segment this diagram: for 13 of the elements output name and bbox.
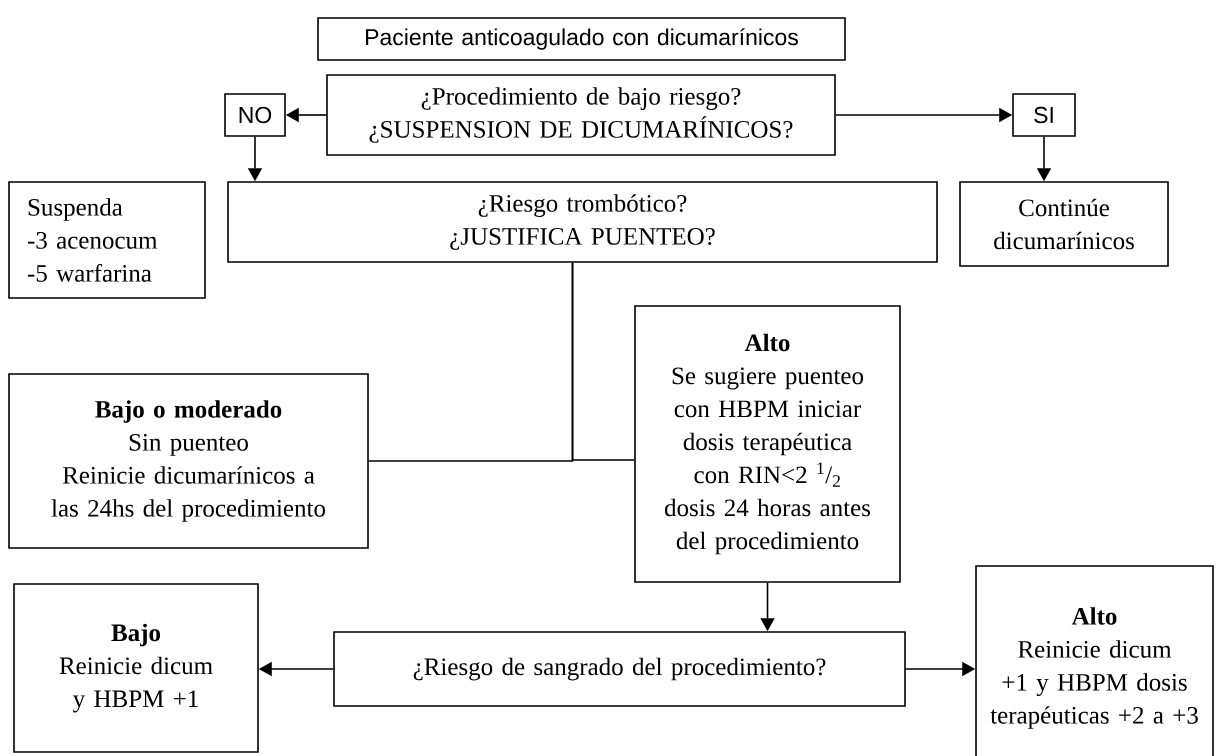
answer-box: SI bbox=[1012, 93, 1076, 137]
action-box: Suspenda -3 acenocum -5 warfarina bbox=[8, 181, 206, 299]
start-box: Paciente anticoagulado con dicumarínicos bbox=[317, 17, 846, 61]
connector-line bbox=[571, 262, 635, 461]
action-box: Continúe dicumarínicos bbox=[959, 181, 1169, 267]
answer-box: NO bbox=[224, 93, 286, 137]
action-box: Alto Se sugiere puenteo con HBPM iniciar dosis terapéutica con RIN<2 $^{1}$/$_{2}$ dosis 24 horas antes del procedimiento bbox=[634, 305, 901, 583]
decision-box: ¿Riesgo trombótico? ¿JUSTIFICA PUENTEO? bbox=[227, 181, 938, 263]
action-box: Bajo o moderado Sin puenteo Reinicie dicumarínicos a las 24hs del procedimiento bbox=[8, 373, 369, 549]
decision-box: ¿Procedimiento de bajo riesgo? ¿SUSPENSION DE DICUMARÍNICOS? bbox=[326, 74, 836, 156]
action-box: Bajo Reinicie dicum y HBPM +1 bbox=[13, 583, 259, 753]
decision-box: ¿Riesgo de sangrado del procedimiento? bbox=[333, 631, 906, 707]
action-box: Alto Reinicie dicum +1 y HBPM dosis terapéuticas +2 a +3 bbox=[975, 565, 1214, 756]
